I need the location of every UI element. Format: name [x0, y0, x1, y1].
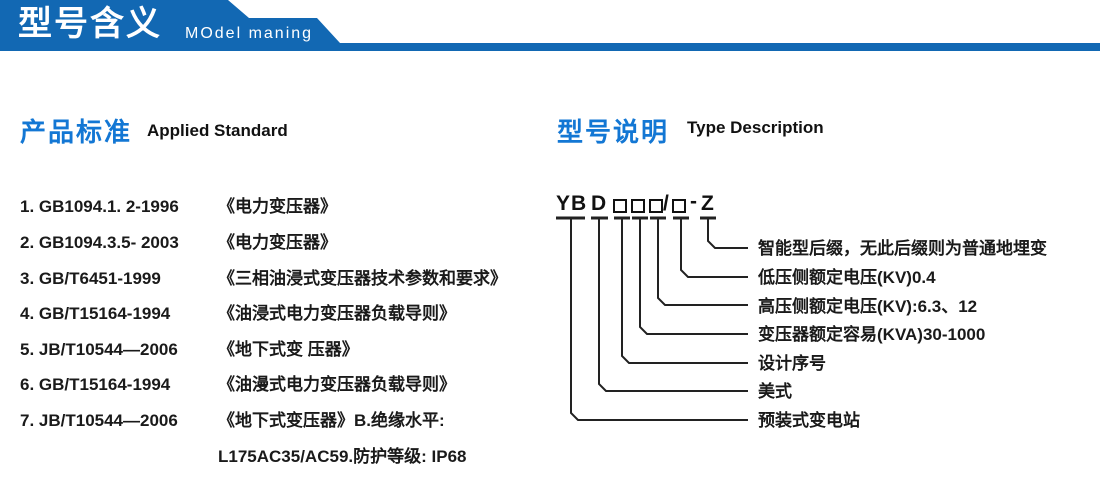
standard-row: 7. JB/T10544—2006 《地下式变压器》B.绝缘水平:: [20, 410, 445, 432]
model-label-prefab-substation: 预装式变电站: [758, 411, 860, 430]
header-banner: [0, 0, 1100, 51]
standard-code: 5. JB/T10544—2006: [20, 340, 178, 359]
standard-title: 《电力变压器》: [218, 233, 337, 252]
standard-row: 4. GB/T15164-1994 《油浸式电力变压器负载导则》: [20, 303, 456, 325]
model-label-design-serial: 设计序号: [758, 354, 826, 373]
model-code-prefix: YB: [556, 192, 588, 215]
standard-title: 《电力变压器》: [218, 197, 337, 216]
model-code-suffix: Z: [701, 192, 714, 215]
model-label-american-style: 美式: [758, 382, 792, 401]
standard-row: 3. GB/T6451-1999 《三相油浸式变压器技术参数和要求》: [20, 268, 507, 290]
model-code-box-icon: [649, 199, 663, 213]
standard-code: 7. JB/T10544—2006: [20, 411, 178, 430]
standard-continuation: L175AC35/AC59.防护等级: IP68: [218, 447, 467, 466]
standard-row: 5. JB/T10544—2006 《地下式变 压器》: [20, 339, 359, 361]
standard-code: 1. GB1094.1. 2-1996: [20, 197, 179, 216]
model-code-box-icon: [672, 199, 686, 213]
applied-standard-heading-en: Applied Standard: [147, 121, 288, 140]
type-description-heading-en: Type Description: [687, 118, 824, 137]
model-code-series: D: [591, 192, 607, 215]
model-code-slash: /: [663, 192, 669, 215]
page-subtitle: MOdel maning: [185, 25, 314, 42]
standard-code: 6. GB/T15164-1994: [20, 375, 171, 394]
standard-row: 6. GB/T15164-1994 《油漫式电力变压器负载导则》: [20, 374, 456, 396]
standard-title: 《油漫式电力变压器负载导则》: [218, 375, 456, 394]
type-description-heading-zh: 型号说明: [557, 117, 670, 147]
connector-lines: [556, 216, 748, 421]
standard-code: 3. GB/T6451-1999: [20, 269, 161, 288]
model-code-box-icon: [613, 199, 627, 213]
standard-title: 《地下式变 压器》: [218, 340, 359, 359]
model-code-box-icon: [631, 199, 645, 213]
model-label-hv-voltage: 高压侧额定电压(KV):6.3、12: [758, 297, 978, 316]
applied-standard-heading-zh: 产品标准: [20, 117, 133, 147]
standard-code: 4. GB/T15164-1994: [20, 304, 171, 323]
model-code-dash: -: [690, 190, 697, 213]
standard-code: 2. GB1094.3.5- 2003: [20, 233, 179, 252]
standard-row: 2. GB1094.3.5- 2003 《电力变压器》: [20, 232, 337, 254]
standard-title: 《三相油浸式变压器技术参数和要求》: [218, 269, 507, 288]
page-title: 型号含义: [18, 5, 162, 43]
model-label-suffix: 智能型后缀，无此后缀则为普通地埋变: [758, 239, 1047, 258]
model-label-rated-capacity: 变压器额定容易(KVA)30-1000: [758, 325, 986, 344]
model-label-lv-voltage: 低压侧额定电压(KV)0.4: [758, 268, 936, 287]
standard-row: 1. GB1094.1. 2-1996 《电力变压器》: [20, 196, 337, 218]
standard-title: 《地下式变压器》B.绝缘水平:: [218, 411, 445, 430]
standard-title: 《油浸式电力变压器负载导则》: [218, 304, 456, 323]
